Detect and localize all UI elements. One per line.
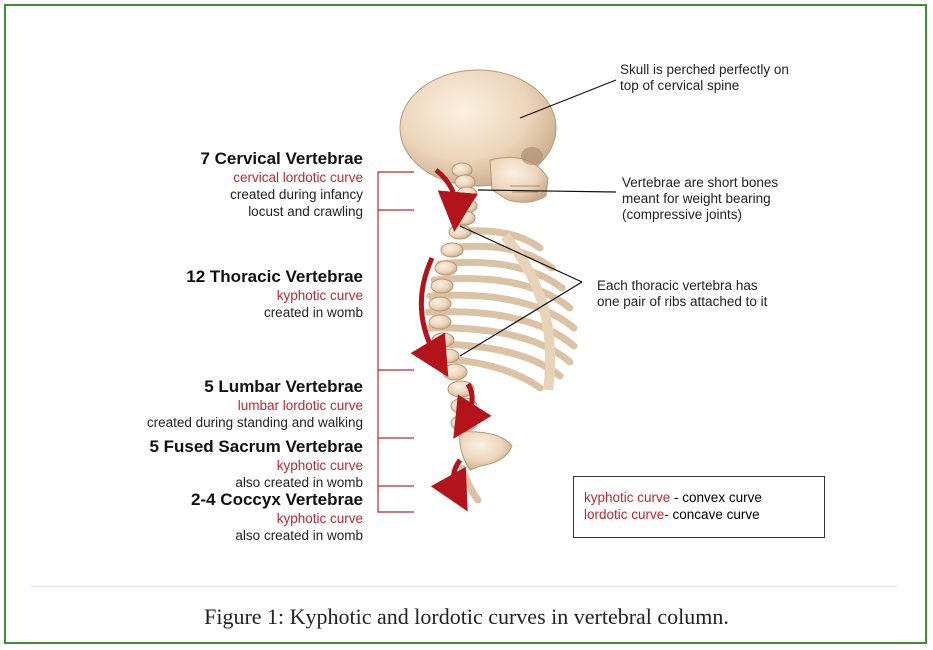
lumbar-desc-1: created during standing and walking	[147, 414, 363, 431]
note-vertebrae-line-3: (compressive joints)	[622, 207, 778, 223]
cervical-desc-1: created during infancy	[200, 186, 363, 203]
sacrum-coccyx	[460, 432, 512, 500]
note-ribs-line-2: one pair of ribs attached to it	[597, 294, 767, 310]
thoracic-title: 12 Thoracic Vertebrae	[186, 266, 363, 287]
note-ribs-line-1: Each thoracic vertebra has	[597, 278, 767, 294]
note-skull-line-1: Skull is perched perfectly on	[620, 62, 789, 78]
coccyx-desc-1: also created in womb	[191, 527, 363, 544]
thoracic-curve: kyphotic curve	[186, 287, 363, 304]
sacrum-title: 5 Fused Sacrum Vertebrae	[149, 436, 363, 457]
note-vertebrae: Vertebrae are short bones meant for weig…	[622, 175, 778, 223]
cervical-desc-2: locust and crawling	[200, 203, 363, 220]
legend-row-kyphotic: kyphotic curve - convex curve	[584, 489, 824, 506]
note-vertebrae-line-2: meant for weight bearing	[622, 191, 778, 207]
caption-divider	[30, 586, 898, 587]
lumbar-curve: lumbar lordotic curve	[147, 397, 363, 414]
label-thoracic: 12 Thoracic Vertebrae kyphotic curve cre…	[186, 266, 363, 321]
cervical-curve: cervical lordotic curve	[200, 169, 363, 186]
curve-legend: kyphotic curve - convex curve lordotic c…	[573, 476, 825, 538]
label-cervical: 7 Cervical Vertebrae cervical lordotic c…	[200, 148, 363, 220]
figure-caption: Figure 1: Kyphotic and lordotic curves i…	[0, 604, 933, 630]
legend-kyphotic-term: kyphotic curve	[584, 490, 670, 505]
label-lumbar: 5 Lumbar Vertebrae lumbar lordotic curve…	[147, 376, 363, 431]
legend-kyphotic-def: - convex curve	[670, 490, 762, 505]
legend-row-lordotic: lordotic curve- concave curve	[584, 506, 824, 523]
coccyx-title: 2-4 Coccyx Vertebrae	[191, 489, 363, 510]
sacrum-curve: kyphotic curve	[149, 457, 363, 474]
legend-lordotic-def: - concave curve	[664, 507, 759, 522]
cervical-title: 7 Cervical Vertebrae	[200, 148, 363, 169]
vertebrae-bracket	[378, 172, 414, 512]
thoracic-desc-1: created in womb	[186, 304, 363, 321]
note-ribs: Each thoracic vertebra has one pair of r…	[597, 278, 767, 310]
note-skull: Skull is perched perfectly on top of cer…	[620, 62, 789, 94]
label-sacrum: 5 Fused Sacrum Vertebrae kyphotic curve …	[149, 436, 363, 491]
skull-illustration	[400, 70, 556, 202]
legend-lordotic-term: lordotic curve	[584, 507, 664, 522]
label-coccyx: 2-4 Coccyx Vertebrae kyphotic curve also…	[191, 489, 363, 544]
coccyx-curve: kyphotic curve	[191, 510, 363, 527]
lumbar-title: 5 Lumbar Vertebrae	[147, 376, 363, 397]
note-skull-line-2: top of cervical spine	[620, 78, 789, 94]
note-vertebrae-line-1: Vertebrae are short bones	[622, 175, 778, 191]
